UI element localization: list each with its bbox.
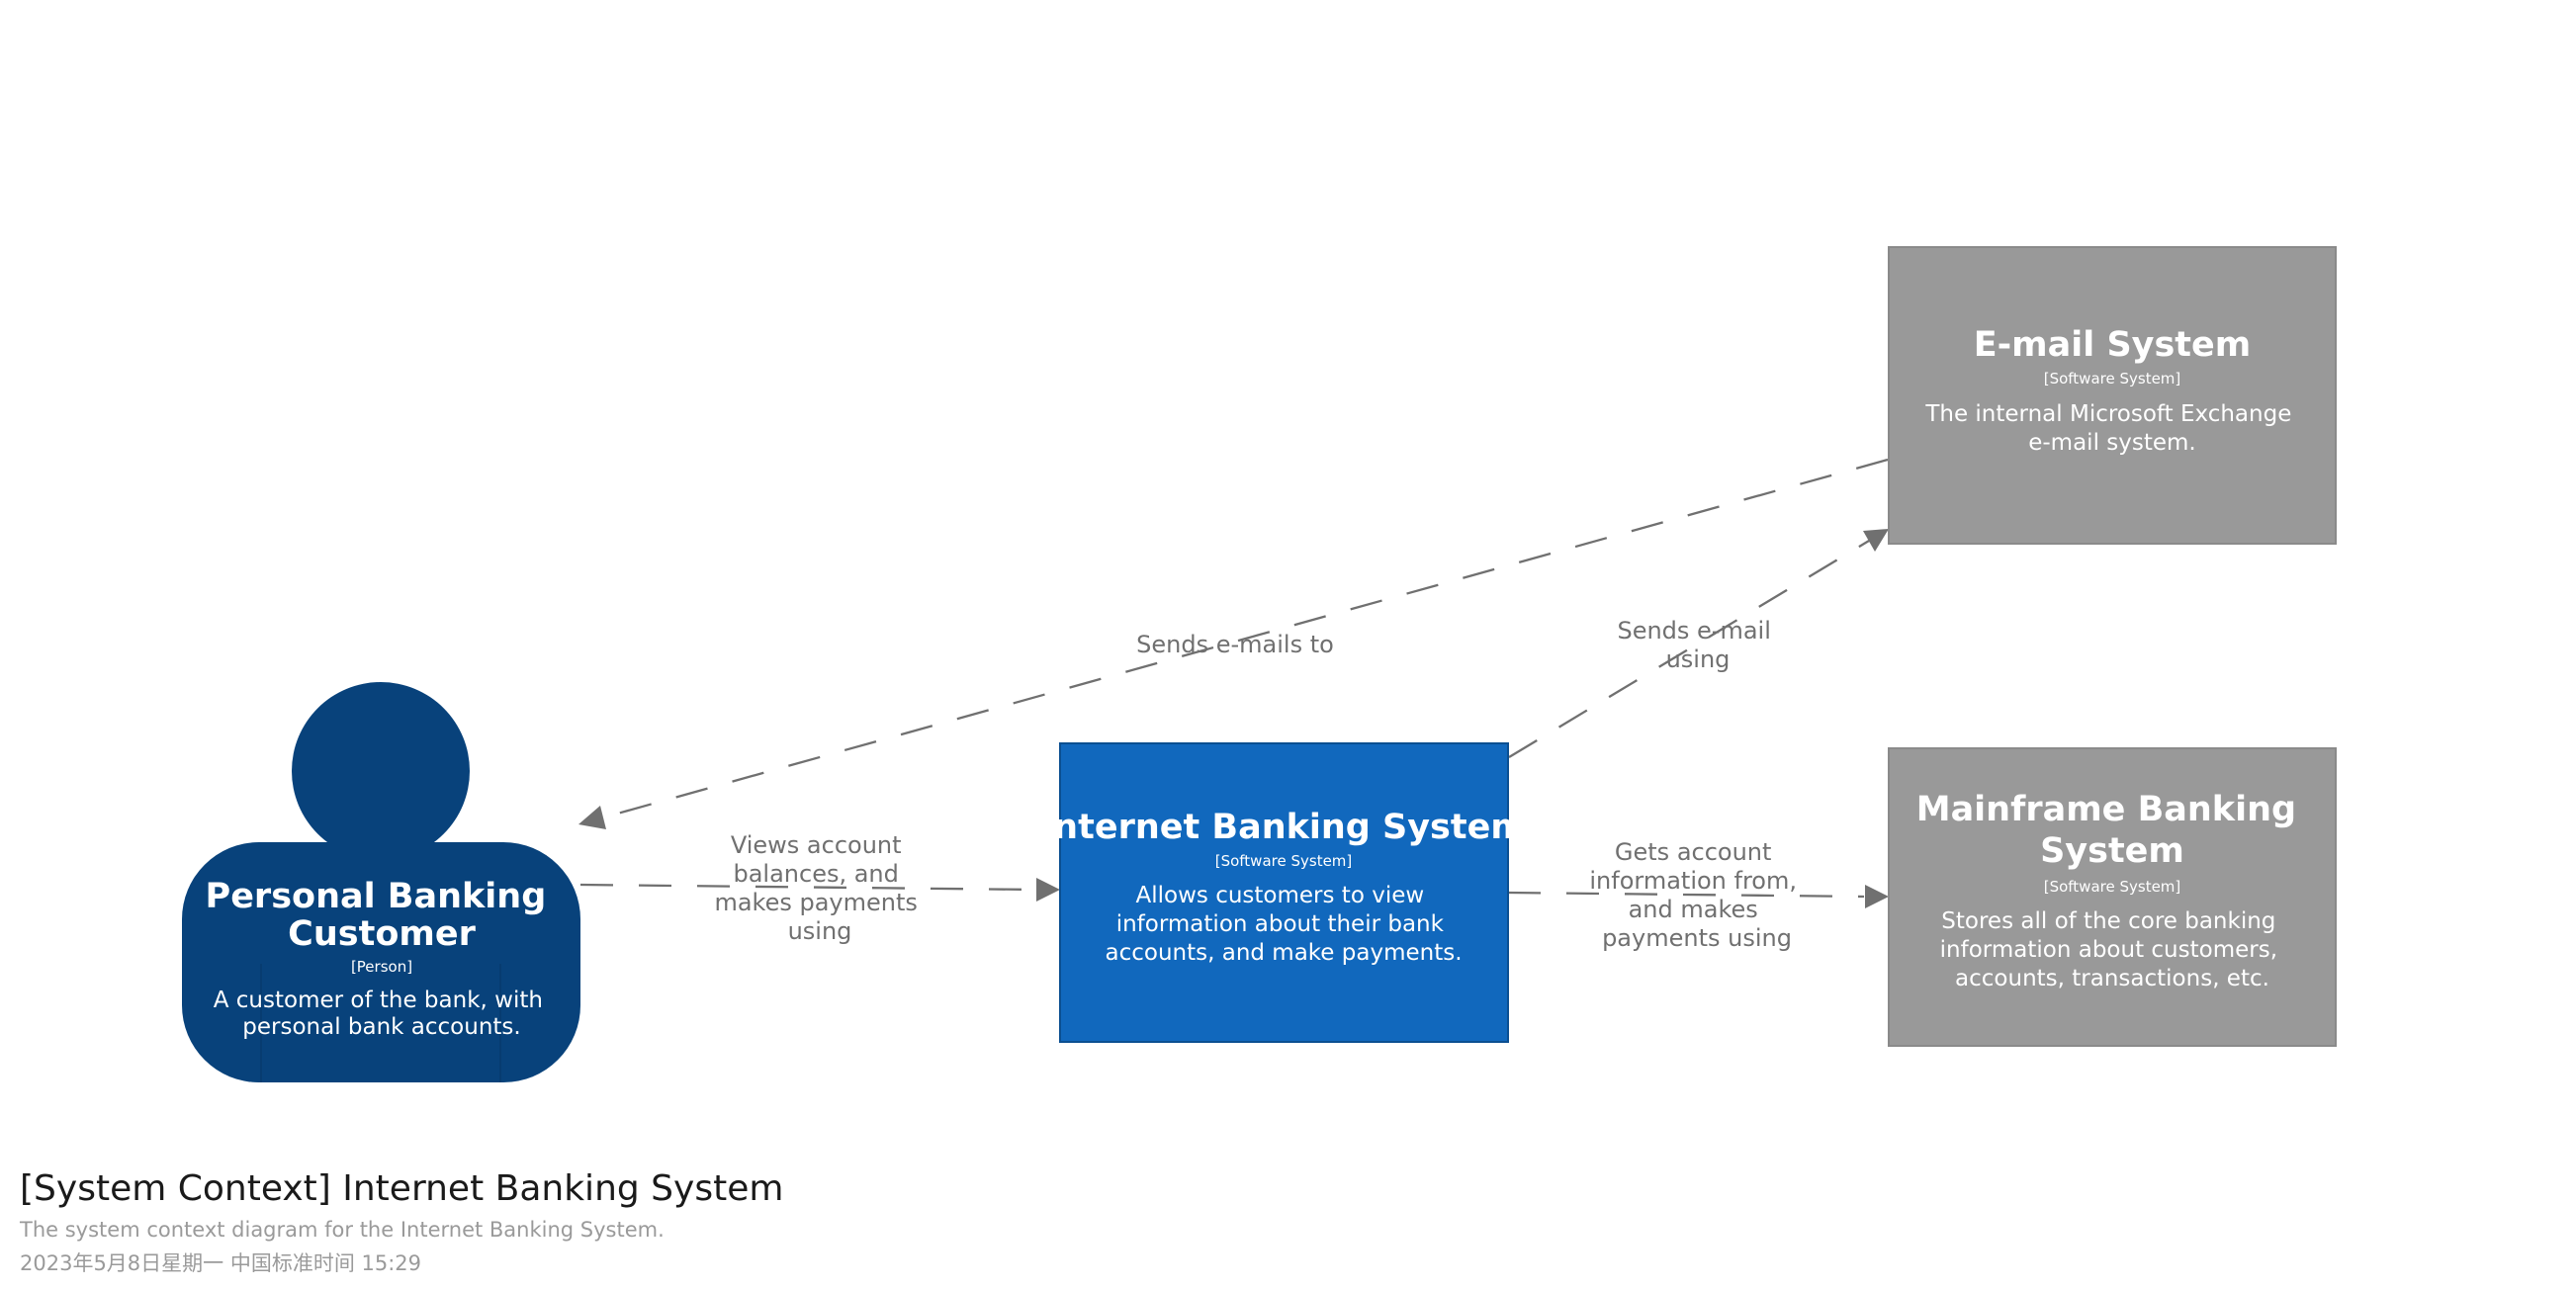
node-name: Internet Banking System	[1040, 808, 1527, 847]
node-type: [Software System]	[1215, 852, 1353, 870]
system-box	[1888, 747, 2337, 1047]
relationship-label: Sends e-mail using	[1617, 617, 1778, 673]
node-personal-banking-customer[interactable]: Personal Banking Customer [Person] A cus…	[182, 682, 580, 1082]
relationship-line	[602, 458, 1889, 819]
person-body	[182, 842, 580, 1082]
system-box	[1059, 742, 1509, 1043]
relationship-line	[579, 883, 1037, 892]
relationship-label: Gets account information from, and makes…	[1589, 838, 1804, 952]
relationship-label: Sends e-mails to	[1136, 631, 1334, 658]
diagram-description: The system context diagram for the Inter…	[20, 1218, 665, 1242]
person-head	[292, 682, 470, 860]
node-name: E-mail System	[1974, 325, 2252, 365]
node-description: Stores all of the core banking informati…	[1940, 908, 2285, 991]
node-description: Allows customers to view information abo…	[1105, 883, 1462, 966]
node-description: A customer of the bank, with personal ba…	[214, 988, 551, 1040]
arrow-head	[1865, 885, 1889, 908]
node-type: [Person]	[351, 958, 412, 976]
diagram-title: [System Context] Internet Banking System	[20, 1168, 784, 1209]
relationship-ibs-to-mainframe: Gets account information from, and makes…	[1507, 838, 1889, 952]
relationship-line	[1507, 891, 1865, 899]
node-name: Personal Banking Customer	[206, 877, 559, 954]
node-type: [Software System]	[2044, 878, 2181, 896]
arrow-head	[1863, 529, 1889, 552]
node-internet-banking-system[interactable]: Internet Banking System [Software System…	[1040, 742, 1527, 1043]
relationship-ibs-to-email: Sends e-mail using	[1508, 529, 1889, 758]
node-mainframe-banking-system[interactable]: Mainframe Banking System [Software Syste…	[1888, 747, 2337, 1047]
relationship-line	[1508, 540, 1870, 758]
arrow-head	[1036, 878, 1060, 902]
diagram-date: 2023年5月8日星期一 中国标准时间 15:29	[20, 1251, 422, 1275]
node-name: Mainframe Banking System	[1916, 790, 2309, 871]
node-email-system[interactable]: E-mail System [Software System] The inte…	[1888, 246, 2337, 545]
arrow-head	[578, 806, 606, 829]
relationship-customer-to-ibs: Views account balances, and makes paymen…	[579, 831, 1060, 945]
system-box	[1888, 246, 2337, 545]
relationship-email-to-customer: Sends e-mails to	[578, 458, 1889, 829]
node-type: [Software System]	[2044, 370, 2181, 387]
relationship-label: Views account balances, and makes paymen…	[714, 831, 925, 945]
node-description: The internal Microsoft Exchange e-mail s…	[1924, 401, 2298, 456]
